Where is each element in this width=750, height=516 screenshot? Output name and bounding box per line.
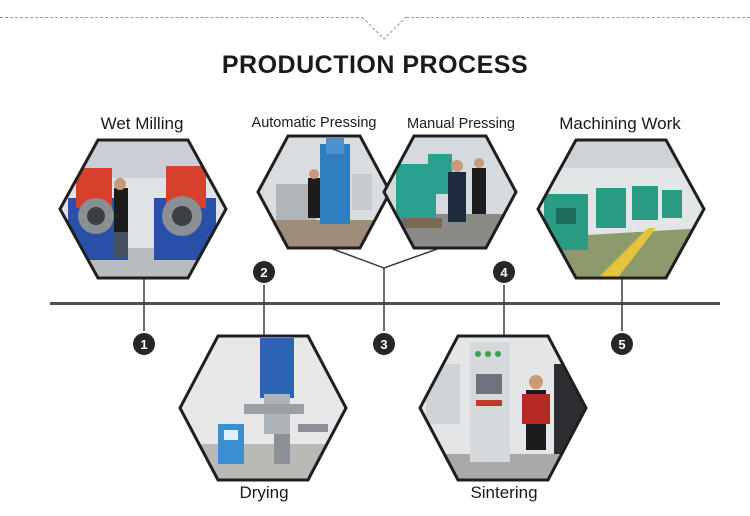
label-wet-milling: Wet Milling [100,114,184,133]
step-marker-2: 2 [253,261,275,283]
divider-notch [362,17,406,40]
step-marker-1: 1 [133,333,155,355]
label-machining-work: Machining Work [559,114,681,133]
step-marker-4: 4 [493,261,515,283]
label-drying: Drying [239,483,289,502]
sintering-photo [418,334,588,482]
label-automatic-pressing: Automatic Pressing [251,115,377,131]
timeline-line [50,302,720,305]
step-marker-5: 5 [611,333,633,355]
wet-milling-photo [58,138,228,280]
label-sintering: Sintering [470,483,538,502]
automatic-pressing-photo [256,134,392,250]
manual-pressing-photo [382,134,518,250]
page-title: PRODUCTION PROCESS [221,51,529,79]
step-marker-3: 3 [373,333,395,355]
machining-work-photo [536,138,706,280]
drying-photo [178,334,348,482]
label-manual-pressing: Manual Pressing [407,116,515,132]
